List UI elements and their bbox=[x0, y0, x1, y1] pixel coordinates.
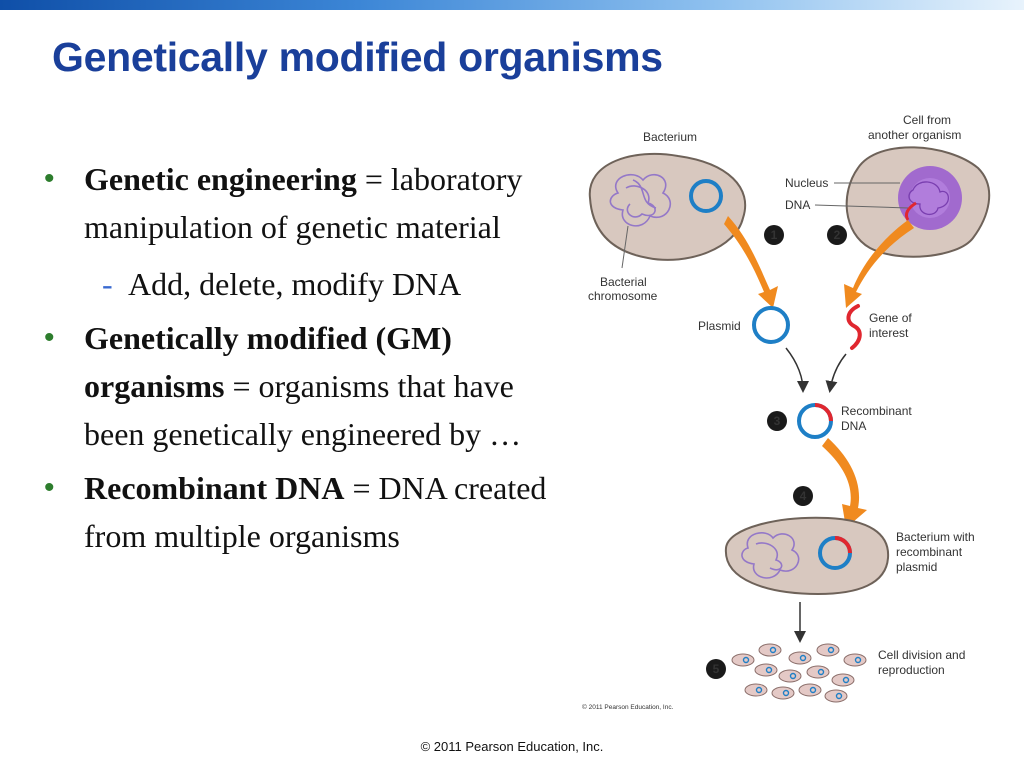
label-plasmid: Plasmid bbox=[698, 319, 741, 333]
sub-bullet-add-delete: - Add, delete, modify DNA bbox=[44, 260, 564, 308]
label-reproduction: reproduction bbox=[878, 663, 945, 677]
label-bacterial: Bacterial bbox=[600, 275, 647, 289]
label-another-organism: another organism bbox=[868, 128, 961, 142]
bullet-equals: = bbox=[224, 368, 259, 404]
bullet-dot-icon: • bbox=[44, 162, 55, 195]
step-5-badge: 5 bbox=[706, 659, 726, 679]
isolated-plasmid-icon bbox=[752, 306, 790, 344]
top-accent-bar bbox=[0, 0, 1024, 10]
figure-credit: © 2011 Pearson Education, Inc. bbox=[582, 703, 674, 711]
arrow-plasmid-to-recombinant bbox=[785, 347, 809, 393]
arrow-step-4 bbox=[822, 438, 867, 528]
bacterial-chromosome-icon bbox=[741, 532, 800, 579]
bullet-recombinant-dna: • Recombinant DNA = DNA created from mul… bbox=[44, 464, 564, 560]
dividing-bacteria-cluster bbox=[731, 643, 867, 703]
step-5-number: 5 bbox=[713, 662, 720, 676]
label-cell-division: Cell division and bbox=[878, 648, 965, 662]
step-3-number: 3 bbox=[774, 414, 781, 428]
arrow-step-2 bbox=[844, 220, 914, 308]
label-recombinant2: recombinant bbox=[896, 545, 963, 559]
arrow-gene-to-recombinant bbox=[825, 353, 847, 393]
bullet-definition: DNA created from multiple organisms bbox=[84, 470, 547, 554]
dna-segment-icon bbox=[904, 201, 917, 221]
step-1-number: 1 bbox=[771, 228, 778, 242]
step-2-badge: 2 bbox=[827, 225, 847, 245]
label-cell-from: Cell from bbox=[903, 113, 951, 127]
bullet-equals: = bbox=[356, 161, 391, 197]
bullet-gm-organisms: • Genetically modified (GM) organisms = … bbox=[44, 314, 564, 458]
arrow-step-1 bbox=[724, 216, 778, 308]
label-recombinant-dna: DNA bbox=[841, 419, 866, 433]
donor-cell bbox=[845, 146, 991, 258]
step-4-number: 4 bbox=[800, 489, 807, 503]
label-recombinant: Recombinant bbox=[841, 404, 912, 418]
label-chromosome: chromosome bbox=[588, 289, 658, 303]
bullet-term: Recombinant DNA bbox=[84, 470, 345, 506]
gene-of-interest-icon bbox=[846, 304, 862, 350]
bullet-dot-icon: • bbox=[44, 471, 55, 504]
bullet-term: Genetic engineering bbox=[84, 161, 357, 197]
bullet-genetic-engineering: • Genetic engineering = laboratory manip… bbox=[44, 155, 564, 251]
sub-bullet-text: Add, delete, modify DNA bbox=[128, 266, 462, 302]
label-gene-of: Gene of bbox=[869, 311, 912, 325]
step-3-badge: 3 bbox=[767, 411, 787, 431]
step-4-badge: 4 bbox=[793, 486, 813, 506]
recombinant-bacterium bbox=[724, 516, 890, 596]
slide-title: Genetically modified organisms bbox=[52, 34, 663, 80]
sub-bullet-dash: - bbox=[102, 266, 113, 302]
bacterial-chromosome-icon bbox=[609, 174, 672, 227]
label-dna: DNA bbox=[785, 198, 810, 212]
label-bacterium: Bacterium bbox=[643, 130, 697, 144]
bacterium-cell bbox=[588, 152, 747, 261]
recombinant-dna-icon bbox=[797, 403, 833, 439]
plasmid-icon bbox=[689, 179, 723, 213]
bullet-list: • Genetic engineering = laboratory manip… bbox=[44, 155, 564, 560]
gmo-process-figure: Bacterium Bacterial chromosome Cell from… bbox=[582, 113, 991, 711]
label-interest: interest bbox=[869, 326, 909, 340]
slide-footer: © 2011 Pearson Education, Inc. bbox=[420, 739, 604, 754]
bullet-term: Genetically modified (GM) organisms bbox=[84, 320, 452, 404]
bullet-dot-icon: • bbox=[44, 321, 55, 354]
bullet-equals: = bbox=[344, 470, 379, 506]
step-2-number: 2 bbox=[834, 228, 841, 242]
bullet-definition: laboratory manipulation of genetic mater… bbox=[84, 161, 523, 245]
label-plasmid2: plasmid bbox=[896, 560, 937, 574]
step-1-badge: 1 bbox=[764, 225, 784, 245]
label-nucleus: Nucleus bbox=[785, 176, 828, 190]
bullet-definition: organisms that have been genetically eng… bbox=[84, 368, 522, 452]
label-bact-with: Bacterium with bbox=[896, 530, 975, 544]
